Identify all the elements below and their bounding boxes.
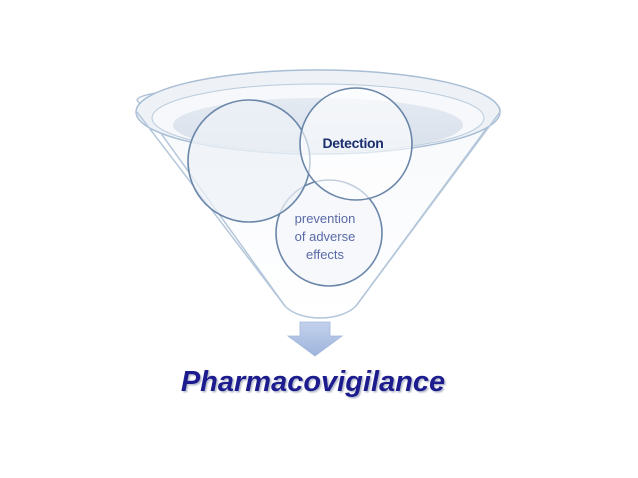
down-arrow-icon bbox=[286, 321, 344, 357]
prevention-label-line-3: effects bbox=[306, 247, 345, 262]
circle-left-empty bbox=[187, 99, 311, 223]
prevention-label-line-2: of adverse bbox=[295, 229, 356, 244]
prevention-label-line-1: prevention bbox=[295, 211, 356, 226]
detection-label: Detection bbox=[322, 135, 383, 151]
diagram-title: Pharmacovigilance bbox=[181, 366, 445, 398]
funnel-right-edge bbox=[355, 111, 501, 307]
circle-detection bbox=[299, 87, 413, 201]
